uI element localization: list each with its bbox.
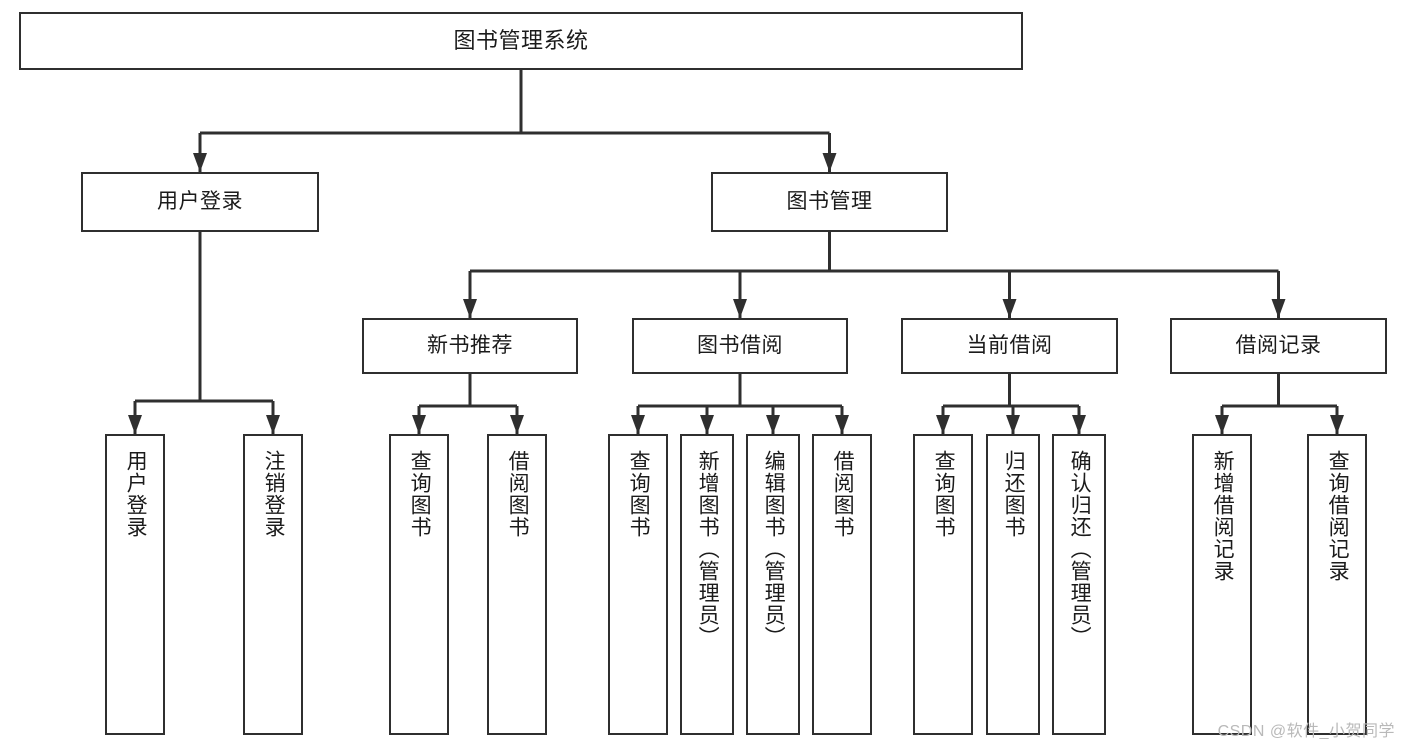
node-label: 借阅图书 <box>831 450 855 538</box>
node-label: 新增借阅记录 <box>1211 450 1235 582</box>
node-label: 查询借阅记录 <box>1326 450 1350 582</box>
node-label: 借阅记录 <box>1235 333 1322 357</box>
node-leaf-cb-confirm[interactable]: 确认归还（管理员） <box>1052 434 1106 735</box>
node-leaf-user-login[interactable]: 用户登录 <box>105 434 165 735</box>
watermark: CSDN @软件_小贺同学 <box>1217 723 1395 740</box>
node-leaf-br-add[interactable]: 新增借阅记录 <box>1192 434 1252 735</box>
node-label: 归还图书 <box>1002 450 1026 538</box>
node-borrow-record[interactable]: 借阅记录 <box>1170 318 1387 374</box>
node-label: 注销登录 <box>262 450 286 538</box>
node-label: 确认归还（管理员） <box>1068 450 1092 648</box>
node-label: 图书管理系统 <box>453 28 589 54</box>
node-label: 查询图书 <box>627 450 651 538</box>
node-leaf-bb-borrow[interactable]: 借阅图书 <box>812 434 872 735</box>
node-leaf-cb-return[interactable]: 归还图书 <box>986 434 1040 735</box>
node-new-book-rec[interactable]: 新书推荐 <box>362 318 578 374</box>
node-label: 用户登录 <box>157 189 243 213</box>
node-leaf-cb-query[interactable]: 查询图书 <box>913 434 973 735</box>
node-leaf-bb-query[interactable]: 查询图书 <box>608 434 668 735</box>
node-label: 查询图书 <box>408 450 432 538</box>
node-label: 新书推荐 <box>427 333 513 357</box>
node-leaf-rec-borrow[interactable]: 借阅图书 <box>487 434 547 735</box>
node-label: 图书借阅 <box>697 333 783 357</box>
node-label: 新增图书（管理员） <box>696 450 720 648</box>
node-label: 借阅图书 <box>506 450 530 538</box>
node-label: 图书管理 <box>786 189 873 213</box>
node-label: 当前借阅 <box>966 333 1053 357</box>
node-book-borrow[interactable]: 图书借阅 <box>632 318 848 374</box>
node-leaf-bb-edit[interactable]: 编辑图书（管理员） <box>746 434 800 735</box>
node-root[interactable]: 图书管理系统 <box>19 12 1023 70</box>
node-leaf-user-logout[interactable]: 注销登录 <box>243 434 303 735</box>
node-current-borrow[interactable]: 当前借阅 <box>901 318 1118 374</box>
node-book-manage[interactable]: 图书管理 <box>711 172 948 232</box>
node-user-login[interactable]: 用户登录 <box>81 172 319 232</box>
node-leaf-br-query[interactable]: 查询借阅记录 <box>1307 434 1367 735</box>
node-label: 查询图书 <box>932 450 956 538</box>
node-leaf-rec-query[interactable]: 查询图书 <box>389 434 449 735</box>
node-label: 用户登录 <box>124 450 148 538</box>
node-leaf-bb-add[interactable]: 新增图书（管理员） <box>680 434 734 735</box>
node-label: 编辑图书（管理员） <box>762 450 786 648</box>
